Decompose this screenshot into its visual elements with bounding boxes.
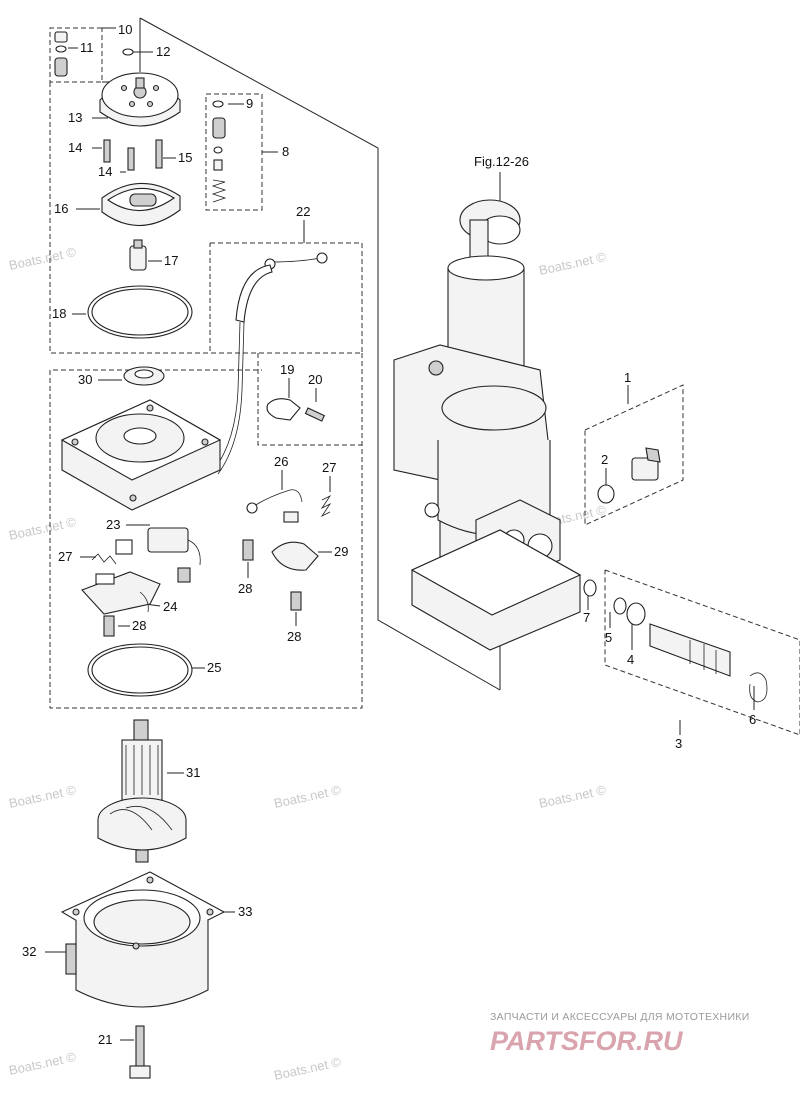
- callout-16: 16: [54, 201, 68, 216]
- part-12-o-ring: [122, 48, 134, 56]
- part-13-pump-head: [99, 72, 181, 127]
- callout-5: 5: [605, 630, 612, 645]
- callout-14: 14: [68, 140, 82, 155]
- motor-end-cap: [60, 399, 222, 511]
- part-33-yoke: [60, 871, 226, 1008]
- callout-23: 23: [106, 517, 120, 532]
- group-3-box: [604, 569, 800, 736]
- part-26-cable: [246, 489, 303, 523]
- callout-24: 24: [163, 599, 177, 614]
- part-7-washer: [583, 579, 597, 597]
- callout-7: 7: [583, 610, 590, 625]
- callout-19: 19: [280, 362, 294, 377]
- callout-14: 14: [98, 164, 112, 179]
- part-6-circlip: [749, 672, 768, 703]
- group-8-box: [205, 93, 263, 211]
- callout-31: 31: [186, 765, 200, 780]
- callout-10: 10: [118, 22, 132, 37]
- banner-logo: PARTSFOR.RU: [490, 1026, 684, 1056]
- part-16-pump-body: [101, 182, 181, 227]
- callout-25: 25: [207, 660, 221, 675]
- part-2-washer: [597, 484, 615, 504]
- part-11-valve-set: [54, 31, 68, 77]
- tilt-cylinder-assembly: [393, 199, 582, 651]
- callout-28: 28: [132, 618, 146, 633]
- callout-20: 20: [308, 372, 322, 387]
- watermark: Boats.net ©: [8, 244, 78, 273]
- leader-lines: [45, 17, 755, 1041]
- part-21-bolt: [129, 1025, 151, 1079]
- part-4-5-o-rings: [613, 597, 646, 626]
- watermark: Boats.net ©: [273, 782, 343, 811]
- motor-lower-box: [49, 353, 363, 709]
- part-19-clamp: [266, 398, 301, 421]
- group-19-box: [257, 353, 362, 446]
- watermark: Boats.net ©: [8, 782, 78, 811]
- callout-29: 29: [334, 544, 348, 559]
- callout-17: 17: [164, 253, 178, 268]
- callout-33: 33: [238, 904, 252, 919]
- callout-8: 8: [282, 144, 289, 159]
- watermark: Boats.net ©: [273, 1054, 343, 1083]
- part-22-cable: [213, 252, 328, 475]
- part-20-screw: [304, 407, 326, 422]
- watermark: Boats.net ©: [538, 782, 608, 811]
- callout-2: 2: [601, 452, 608, 467]
- callout-21: 21: [98, 1032, 112, 1047]
- motor-top-box: [49, 82, 210, 354]
- watermark: Boats.net ©: [8, 514, 78, 543]
- part-3-valve-spool: [649, 623, 731, 677]
- watermark: Boats.net ©: [538, 249, 608, 278]
- callout-28: 28: [238, 581, 252, 596]
- part-29-plate: [271, 541, 319, 571]
- callout-3: 3: [675, 736, 682, 751]
- watermark: Boats.net ©: [8, 1049, 78, 1078]
- part-17-filter: [129, 239, 147, 271]
- site-banner: ЗАПЧАСТИ И АКСЕССУАРЫ ДЛЯ МОТОТЕХНИКИ PA…: [490, 1011, 750, 1056]
- assembly-line: [139, 17, 501, 691]
- part-9-valve: [211, 100, 227, 203]
- callout-27: 27: [58, 549, 72, 564]
- part-1-plug: [631, 447, 661, 481]
- part-31-armature: [97, 719, 187, 863]
- part-28-screws: [103, 539, 302, 637]
- group-outlines: [49, 27, 800, 736]
- callout-11: 11: [80, 40, 94, 55]
- part-30-bearing: [123, 366, 165, 386]
- callout-32: 32: [22, 944, 36, 959]
- callout-12: 12: [156, 44, 170, 59]
- callout-labels: 10 11 12 13 14 14 15 16 17 18 9 8 22 30 …: [22, 22, 756, 1047]
- part-23-brush-holder: [115, 527, 201, 583]
- banner-tagline: ЗАПЧАСТИ И АКСЕССУАРЫ ДЛЯ МОТОТЕХНИКИ: [490, 1011, 750, 1023]
- group-22-box: [209, 242, 363, 354]
- callout-30: 30: [78, 372, 92, 387]
- callout-22: 22: [296, 204, 310, 219]
- callout-1: 1: [624, 370, 631, 385]
- callout-6: 6: [749, 712, 756, 727]
- group-1-box: [584, 384, 684, 526]
- callout-26: 26: [274, 454, 288, 469]
- figure-reference: Fig.12-26: [474, 154, 529, 169]
- callout-18: 18: [52, 306, 66, 321]
- part-32-screw: [65, 943, 77, 975]
- part-25-o-ring: [87, 643, 193, 697]
- part-24-brush-plate: [81, 571, 161, 615]
- callout-27: 27: [322, 460, 336, 475]
- callout-13: 13: [68, 110, 82, 125]
- callout-15: 15: [178, 150, 192, 165]
- callout-9: 9: [246, 96, 253, 111]
- part-14-15-bolts: [103, 139, 163, 171]
- callout-4: 4: [627, 652, 634, 667]
- part-18-o-ring: [87, 285, 193, 339]
- part-27-springs: [91, 494, 332, 565]
- callout-28: 28: [287, 629, 301, 644]
